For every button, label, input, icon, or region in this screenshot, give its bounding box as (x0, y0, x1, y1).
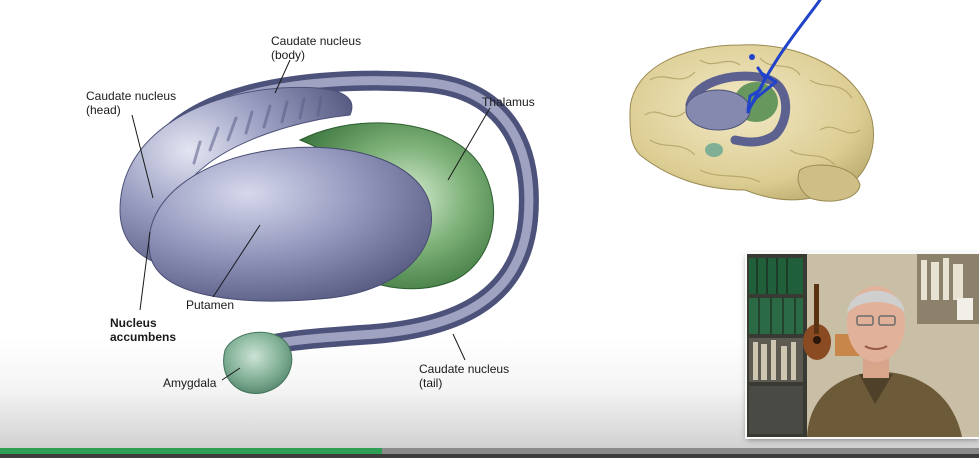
label-caudate-tail-line2: (tail) (419, 376, 443, 390)
brain-thumbnail (629, 0, 874, 202)
webcam-overlay (747, 254, 979, 437)
label-nucleus-accumbens-line2: accumbens (110, 330, 177, 344)
label-nucleus-accumbens-line1: Nucleus (110, 316, 157, 330)
label-caudate-head-line1: Caudate nucleus (86, 89, 177, 103)
label-caudate-body-line2: (body) (271, 48, 306, 62)
label-caudate-head: Caudate nucleus (head) (86, 89, 176, 117)
label-caudate-head-line2: (head) (86, 103, 121, 117)
video-progress-remaining (382, 448, 979, 454)
putamen-shape (148, 146, 432, 302)
label-caudate-body-line1: Caudate nucleus (271, 34, 362, 48)
presenter-video (747, 254, 979, 437)
video-progress-played (0, 448, 382, 454)
label-nucleus-accumbens: Nucleus accumbens (110, 316, 176, 344)
label-thalamus: Thalamus (482, 95, 535, 109)
label-caudate-tail: Caudate nucleus (tail) (419, 362, 509, 390)
label-amygdala: Amygdala (163, 376, 217, 390)
pen-annotation-arrow (746, 0, 822, 114)
amygdala-shape (223, 331, 293, 394)
label-caudate-body: Caudate nucleus (body) (271, 34, 361, 62)
label-caudate-tail-line1: Caudate nucleus (419, 362, 510, 376)
label-putamen: Putamen (186, 298, 235, 312)
video-progress-bar[interactable] (0, 448, 979, 458)
